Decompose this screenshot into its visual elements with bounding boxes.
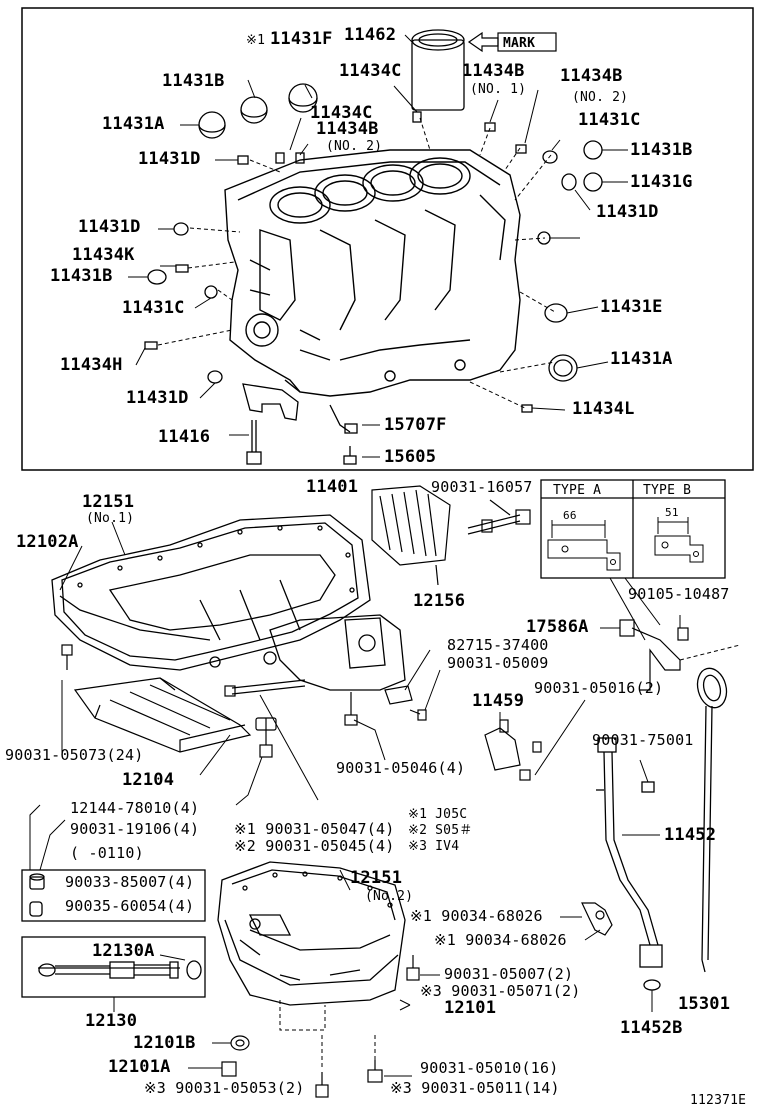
label-90031-05009: 90031-05009 [447, 654, 549, 672]
label-15605: 15605 [384, 447, 437, 467]
label-12151-a-sub: (No.1) [86, 511, 135, 526]
label-90031-16057: 90031-16057 [431, 478, 533, 496]
label-90031-05046: 90031-05046(4) [336, 759, 466, 777]
label-11431D-b: 11431D [596, 202, 659, 222]
label-11431A-b: 11431A [610, 349, 673, 369]
type-a-header: TYPE A [553, 483, 602, 498]
dipstick [696, 667, 728, 973]
label-11431B-b: 11431B [630, 140, 693, 160]
label-12151-b-sub: (No.2) [365, 889, 414, 904]
label-11431A-a: 11431A [102, 114, 165, 134]
label-12130: 12130 [85, 1011, 138, 1031]
label-11434B-a: 11434B [462, 61, 525, 81]
figure-number: 112371E [690, 1093, 747, 1108]
label-11431E: 11431E [600, 297, 663, 317]
label-11452: 11452 [664, 825, 717, 845]
label-90034-68026-a: ※1 90034-68026 [410, 907, 543, 925]
label-90033-85007: 90033-85007(4) [65, 873, 195, 891]
label-11462: 11462 [344, 25, 397, 45]
label-90031-05045: ※2 90031-05045(4) [234, 837, 395, 855]
label-15707F: 15707F [384, 415, 447, 435]
label-11434B-a-sub: (NO. 1) [470, 82, 527, 97]
label-11434B-b: 11434B [560, 66, 623, 86]
label-12156: 12156 [413, 591, 466, 611]
label-12151-b: 12151 [350, 868, 403, 888]
label-90034-68026-b: ※1 90034-68026 [434, 931, 567, 949]
label-90031-05011: ※3 90031-05011(14) [390, 1079, 560, 1097]
note-3: ※3 IV4 [408, 839, 460, 854]
oil-baffle [371, 485, 451, 586]
label-12101B: 12101B [133, 1033, 196, 1053]
label-11431B-a: 11431B [162, 71, 225, 91]
label-17586A: 17586A [526, 617, 589, 637]
label-12101: 12101 [444, 998, 497, 1018]
label-11459: 11459 [472, 691, 525, 711]
label-11434B-c: 11434B [316, 119, 379, 139]
label-11434B-c-sub: (NO. 2) [326, 139, 383, 154]
label-90105-10487: 90105-10487 [628, 585, 730, 603]
label-11434C-b: 11434C [310, 103, 373, 123]
label-11434K: 11434K [72, 245, 135, 265]
mark-label: MARK [503, 36, 536, 51]
label-11416: 11416 [158, 427, 211, 447]
label-90031-05073: 90031-05073(24) [5, 746, 144, 764]
label-12130A: 12130A [92, 941, 155, 961]
plugs [144, 29, 603, 465]
type-b-dimension: 51 [665, 506, 679, 519]
label-90031-19106: 90031-19106(4) [70, 820, 200, 838]
label-11431B-c: 11431B [50, 266, 113, 286]
type-b-header: TYPE B [643, 483, 692, 498]
block-frame [21, 7, 754, 471]
label-11431C-a: 11431C [578, 110, 641, 130]
label-90031-05010: 90031-05010(16) [420, 1059, 559, 1077]
label-11434H: 11434H [60, 355, 123, 375]
note-marker-1: ※1 [246, 33, 266, 48]
label-11431G: 11431G [630, 172, 693, 192]
oil-pan-no2 [217, 861, 406, 1031]
label-12144-78010: 12144-78010(4) [70, 799, 200, 817]
label-15301: 15301 [678, 994, 731, 1014]
type-a-dimension: 66 [563, 509, 577, 522]
label-12101A: 12101A [108, 1057, 171, 1077]
label-11434C-a: 11434C [339, 61, 402, 81]
label-12102A: 12102A [16, 532, 79, 552]
label-12104: 12104 [122, 770, 175, 790]
label-90031-05007: 90031-05007(2) [444, 965, 574, 983]
label-11431F: 11431F [270, 29, 333, 49]
label-90031-05053: ※3 90031-05053(2) [144, 1079, 305, 1097]
label-11431D-d: 11431D [126, 388, 189, 408]
label-90031-75001: 90031-75001 [592, 731, 694, 749]
note-2: ※2 S05＃ [408, 823, 473, 838]
label-0110: ( -0110) [70, 844, 144, 862]
label-11401: 11401 [306, 477, 359, 497]
label-90035-60054: 90035-60054(4) [65, 897, 195, 915]
label-11434L: 11434L [572, 399, 635, 419]
label-11431D-a: 11431D [138, 149, 201, 169]
label-11452B: 11452B [620, 1018, 683, 1038]
label-11431D-c: 11431D [78, 217, 141, 237]
oil-pan-no1 [51, 514, 406, 691]
label-11431C-b: 11431C [122, 298, 185, 318]
label-90031-05047: ※1 90031-05047(4) [234, 820, 395, 838]
label-82715-37400: 82715-37400 [447, 636, 549, 654]
cylinder-block-illustration [224, 149, 521, 397]
oil-strainer [73, 677, 252, 753]
label-90031-05016: 90031-05016(2) [534, 679, 664, 697]
note-1: ※1 J05C [408, 807, 468, 822]
label-90031-05071: ※3 90031-05071(2) [420, 982, 581, 1000]
label-12151-a: 12151 [82, 492, 135, 512]
label-11434B-b-sub: (NO. 2) [572, 90, 629, 105]
